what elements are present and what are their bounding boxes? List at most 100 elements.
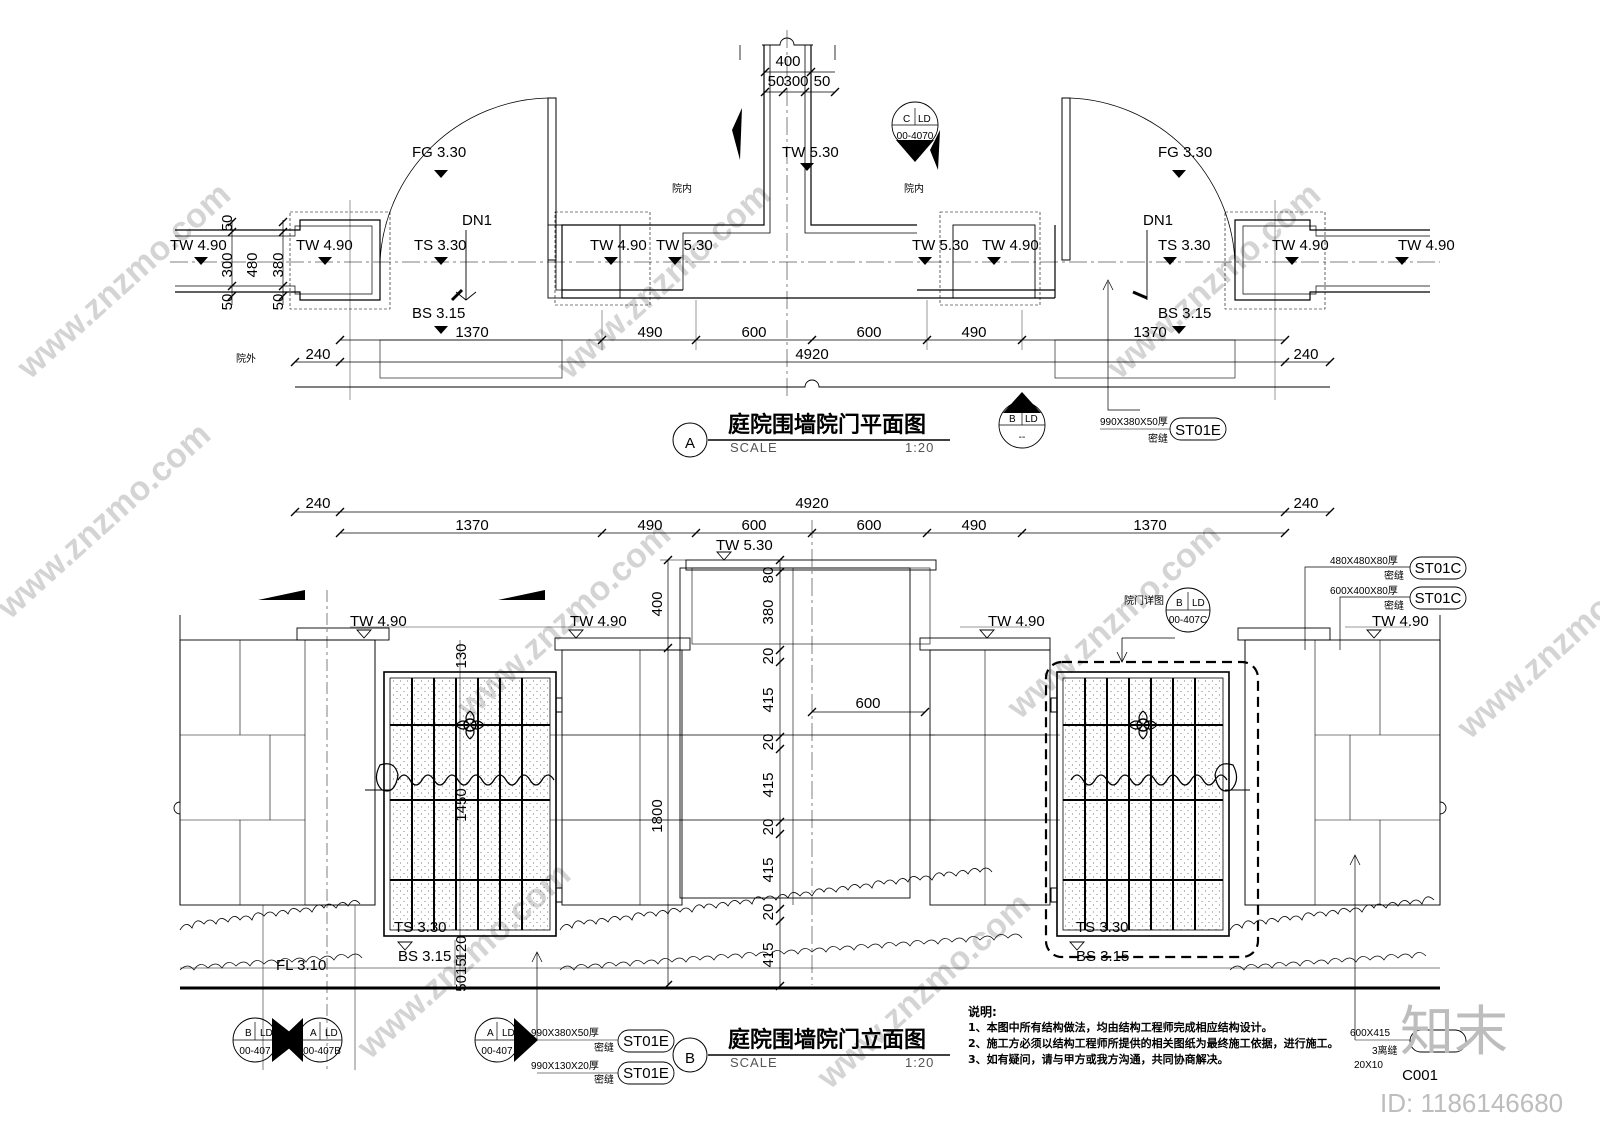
section-markers [232,1017,538,1063]
note-item: 1、本图中所有结构做法，均由结构工程师完成相应结构设计。 [968,1021,1273,1034]
left-gate [365,671,563,937]
plan-dim: 4920 [795,346,828,363]
callout-sheet: LD [1192,598,1205,609]
plan-dim: 240 [305,346,330,363]
watermark-text: www.znzmo.com [549,175,778,386]
level-label: FG 3.30 [1158,144,1212,161]
level-label: TW 4.90 [982,237,1039,254]
level-label: BS 3.15 [412,305,465,322]
material-spec: 990X130X20厚 [531,1060,599,1072]
watermark-id: ID: 1186146680 [1380,1088,1563,1118]
plan-dim: 50 [219,294,236,311]
level-label: BS 3.15 [1158,305,1211,322]
callout-ref: -- [1019,432,1026,443]
level-label: TW 5.30 [912,237,969,254]
elev-vdim: 380 [760,599,777,624]
elev-vdim: 415 [760,772,777,797]
brand-watermark: 知末 ID: 1186146680 [1380,1000,1563,1118]
room-label: 院外 [236,352,256,365]
material-spec: 990X380X50厚 [531,1027,599,1039]
material-spec: 600X400X80厚 [1330,585,1398,597]
note-item: 3、如有疑问，请与甲方或我方沟通，共同协商解决。 [968,1053,1229,1066]
plan-title: 庭院围墙院门平面图 [728,412,926,438]
elev-vdim: 1800 [649,799,666,832]
note-item: 2、施工方必须以结构工程师所提供的相关图纸为最终施工依据，进行施工。 [968,1037,1339,1050]
watermark-text: www.znzmo.com [0,415,218,626]
callout-sheet: LD [1025,414,1038,425]
plan-dim: 490 [961,324,986,341]
level-label: TS 3.30 [1158,237,1211,254]
plan-dim: 1370 [1133,324,1166,341]
material-finish: 密缝 [594,1041,614,1054]
level-label: TS 3.30 [394,919,447,936]
elev-vdim: 20 [760,904,777,921]
level-label: TW 5.30 [716,537,773,554]
level-label: FG 3.30 [412,144,466,161]
plan-dim: 240 [1293,346,1318,363]
dn-label: DN1 [1143,212,1173,229]
elev-dim: 600 [856,517,881,534]
elev-dim: 1370 [455,517,488,534]
material-code: ST01E [623,1065,669,1082]
callout-letter: B [1009,414,1016,425]
brand-logo: 知末 [1400,1000,1508,1063]
level-label: FL 3.10 [276,957,326,974]
elev-level-markers [356,551,1382,951]
level-label: TW 4.90 [1372,613,1429,630]
section-letter: A [487,1028,494,1039]
watermark-layer: www.znzmo.com www.znzmo.com www.znzmo.co… [0,175,1600,1096]
scale-word: SCALE [730,440,778,455]
plan-dim: 480 [244,252,261,277]
level-label: TW 4.90 [590,237,647,254]
notes-block: 说明: 1、本图中所有结构做法，均由结构工程师完成相应结构设计。 2、施工方必须… [968,1004,1388,1068]
level-label: TW 5.30 [782,144,839,161]
section-ref: 00-407 [481,1046,513,1057]
material-finish: 密缝 [594,1073,614,1086]
plan-dim: 50 [219,215,236,232]
room-label: 院内 [672,182,692,195]
material-spec: 990X380X50厚 [1100,416,1168,428]
level-label: TS 3.30 [414,237,467,254]
scale-word: SCALE [730,1055,778,1070]
view-marker: A [685,435,695,452]
material-extra: 20X10 [1354,1060,1383,1071]
plan-dim: 50 [768,73,785,90]
material-code: C001 [1402,1067,1438,1084]
elev-vdim: 80 [760,567,777,584]
plan-view [170,30,1440,458]
material-code: ST01E [1175,422,1221,439]
section-ref: 00-407 [239,1046,271,1057]
callout-ref: 00-407C [1169,615,1207,626]
elev-vdim: 20 [760,734,777,751]
elev-vdim: 120 [453,935,470,960]
elev-vdim: 415 [760,942,777,967]
section-sheet: LD [260,1028,273,1039]
level-label: TW 4.90 [170,237,227,254]
plan-dim: 1370 [455,324,488,341]
elev-dim: 240 [305,495,330,512]
elev-dim: 1370 [1133,517,1166,534]
plan-dim: 380 [270,252,287,277]
level-label: TW 4.90 [988,613,1045,630]
view-marker: B [685,1050,695,1067]
level-label: TW 5.30 [656,237,713,254]
callout-sheet: LD [918,114,931,125]
elev-vdim: 20 [760,819,777,836]
level-label: TW 4.90 [350,613,407,630]
plan-dim: 490 [637,324,662,341]
level-label: TW 4.90 [1272,237,1329,254]
elevation-labels: 240 4920 240 1370 490 600 600 490 1370 8… [239,495,1461,1086]
callout-ref: 00-4070 [897,131,934,142]
elev-vdim: 1450 [453,788,470,821]
scale-ratio: 1:20 [905,440,934,455]
level-label: TW 4.90 [570,613,627,630]
material-code: ST01C [1415,590,1462,607]
section-sheet: LD [502,1028,515,1039]
elev-dim: 600 [741,517,766,534]
plan-labels: 400 50 300 50 50 300 480 380 50 50 1370 … [170,53,1455,455]
elev-vdim: 400 [649,591,666,616]
elev-vdim: 5015 [453,958,470,991]
elev-dim: 240 [1293,495,1318,512]
elev-dim: 490 [961,517,986,534]
